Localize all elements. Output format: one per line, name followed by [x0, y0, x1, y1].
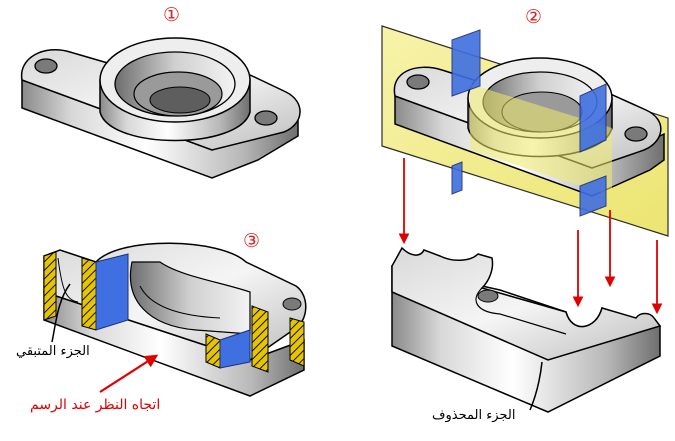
removed-part-inner-edge: [475, 287, 567, 335]
section-face-lower: [579, 175, 607, 217]
section-face-lower-left: [451, 161, 463, 195]
cut-flange-bolt-hole-right: [624, 126, 648, 142]
flange-bolt-hole-left: [34, 58, 58, 74]
hatch-face-right: [251, 305, 269, 373]
cut-flange-bolt-hole-left: [406, 74, 430, 90]
remaining-part-bolt-hole-right: [282, 297, 302, 311]
removed-part-hole: [477, 289, 499, 303]
hatch-face-far-right: [289, 317, 305, 367]
cutting-plane-overlay: [470, 84, 612, 196]
leader-removed-part: [529, 361, 543, 411]
view-direction-arrow: [99, 354, 159, 393]
section-face-left: [451, 29, 481, 97]
flange-bolt-hole-right: [254, 110, 278, 126]
leader-remaining-part: [51, 283, 71, 343]
blue-face-left: [95, 253, 129, 331]
removed-part: [391, 246, 662, 413]
cut-flange-part: [381, 25, 669, 237]
section-face-right: [579, 83, 607, 153]
label-view-direction: اتجاه النظر عند الرسم: [30, 397, 161, 413]
flange-bore-bottom: [149, 86, 211, 114]
remaining-part-bore-step: [139, 285, 221, 319]
label-removed-part: الجزء المحذوف: [432, 408, 516, 423]
hatch-face-mid-left: [81, 257, 97, 331]
remaining-part: [43, 242, 307, 397]
blue-face-right: [219, 329, 251, 369]
hatch-face-mid-right: [205, 333, 221, 369]
step-number-2: ②: [525, 6, 543, 28]
projection-arrows: [398, 158, 663, 315]
step-number-1: ①: [163, 4, 181, 26]
removed-part-top: [391, 246, 662, 361]
leader-lines: [51, 283, 543, 411]
remaining-part-bore: [130, 261, 251, 335]
step-number-3: ③: [243, 230, 261, 252]
full-flange-part: [20, 37, 301, 179]
hatch-face-left: [43, 251, 57, 321]
label-remaining-part: الجزء المتبقي: [16, 344, 90, 359]
